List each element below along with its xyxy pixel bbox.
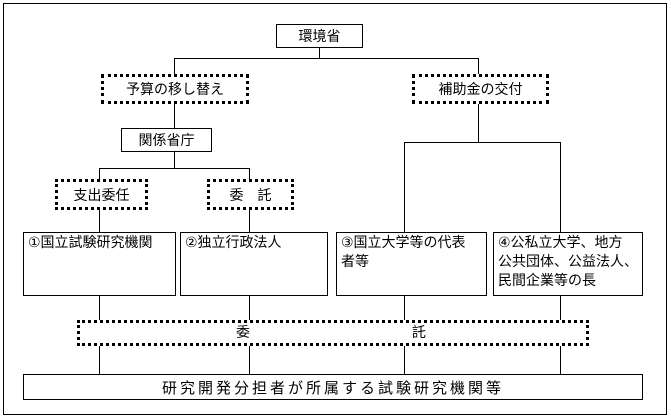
expenditure-delegation-box: 支出委任	[55, 179, 148, 210]
consignment-band: 委 託	[77, 320, 589, 346]
research-institutions-label: 研究開発分担者が所属する試験研究機関等	[161, 378, 504, 397]
org4-box: ④公私立大学、地方 公共団体、公益法人、 民間企業等の長	[493, 232, 643, 296]
budget-transfer-label: 予算の移し替え	[126, 82, 224, 98]
consignment-box-small: 委 託	[207, 179, 294, 210]
ministry-box: 環境省	[276, 24, 363, 48]
org2-label: ②独立行政法人	[185, 235, 282, 251]
subsidy-label: 補助金の交付	[438, 82, 523, 98]
org4-label-line1: ④公私立大学、地方	[498, 235, 623, 251]
org3-box: ③国立大学等の代表 者等	[336, 232, 487, 296]
expenditure-delegation-label: 支出委任	[73, 187, 130, 204]
ministry-label: 環境省	[298, 29, 341, 45]
org3-label-line2: 者等	[341, 254, 369, 270]
outer-frame	[3, 3, 667, 415]
org1-label: ①国立試験研究機関	[28, 235, 153, 251]
consignment-band-label-left: 委	[236, 325, 250, 341]
subsidy-box: 補助金の交付	[412, 74, 549, 104]
research-institutions-box: 研究開発分担者が所属する試験研究機関等	[23, 374, 643, 400]
budget-transfer-box: 予算の移し替え	[101, 74, 249, 104]
org4-label-line3: 民間企業等の長	[498, 273, 596, 289]
org3-label-line1: ③国立大学等の代表	[341, 235, 466, 251]
related-ministries-box: 関係省庁	[121, 128, 212, 152]
org1-box: ①国立試験研究機関	[23, 232, 176, 296]
related-ministries-label: 関係省庁	[138, 133, 195, 149]
org4-label-line2: 公共団体、公益法人、	[498, 254, 638, 270]
org2-box: ②独立行政法人	[180, 232, 328, 296]
consignment-band-label-right: 託	[412, 325, 426, 341]
consignment-small-label: 委 託	[229, 187, 272, 204]
